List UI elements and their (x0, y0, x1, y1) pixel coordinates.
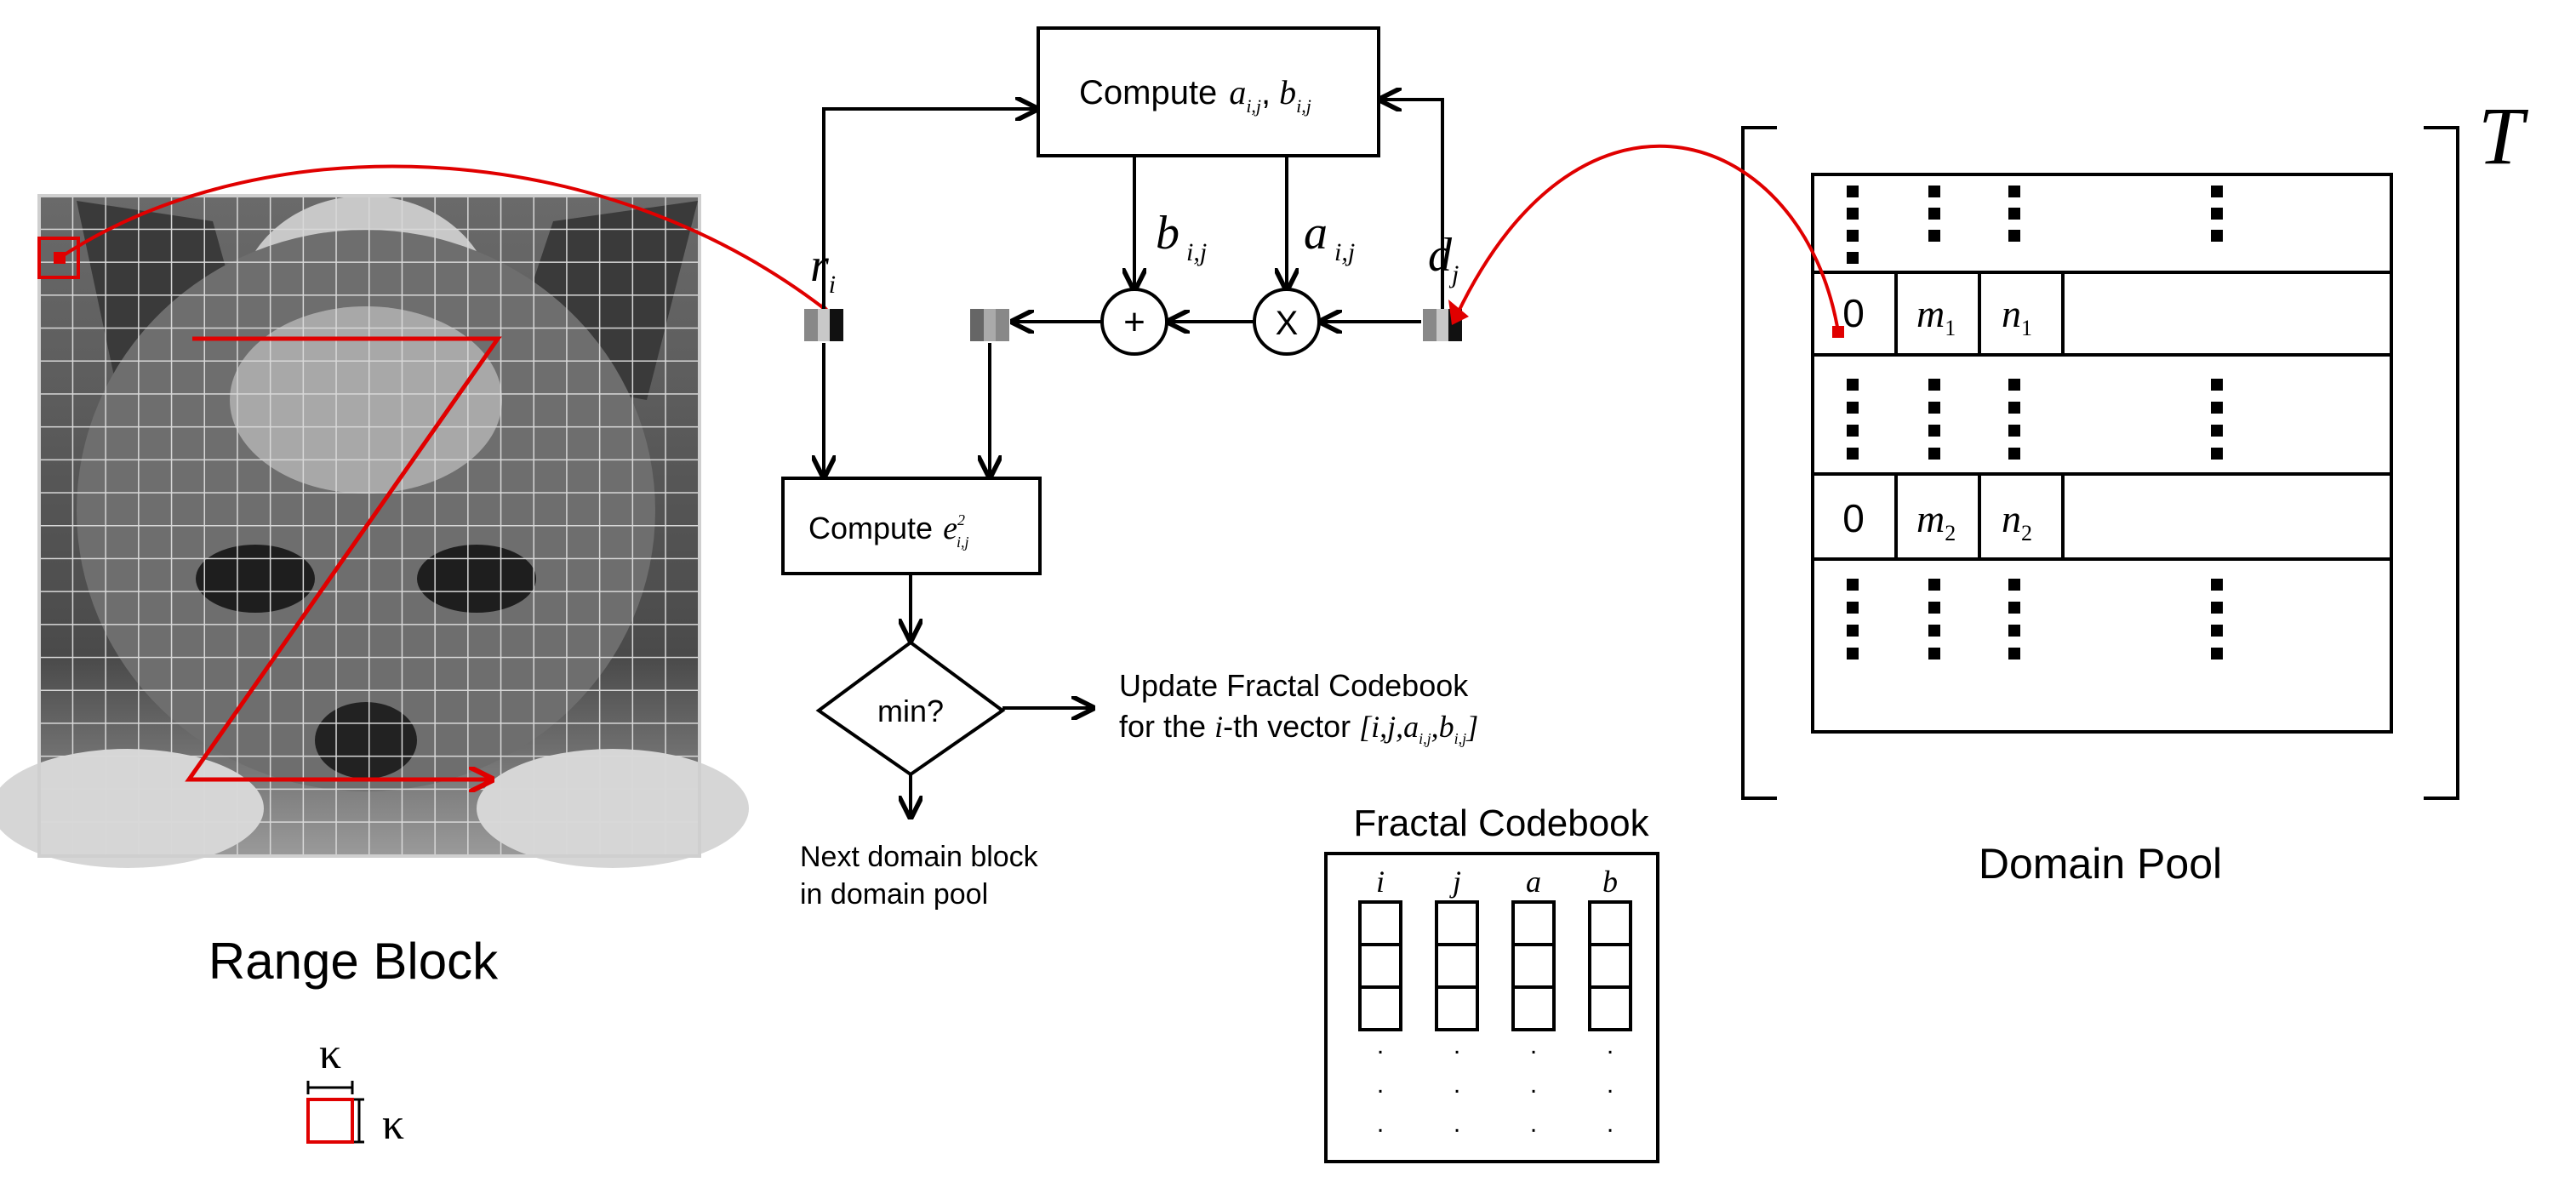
range-to-r-curve (58, 164, 834, 317)
domain-pool-dots (1847, 186, 2223, 660)
r-to-compute-ab-arrow (822, 109, 1037, 309)
svg-text:.: . (1454, 1110, 1460, 1138)
domain-curve-start-dot (1832, 326, 1844, 338)
svg-text:.: . (1530, 1031, 1537, 1059)
domain-pool-table (1811, 173, 2393, 734)
codebook-col-a: a (1526, 865, 1541, 899)
svg-text:.: . (1530, 1071, 1537, 1099)
svg-text:.: . (1454, 1031, 1460, 1059)
domain-row2-m: m2 (1916, 497, 1956, 545)
svg-text:.: . (1454, 1071, 1460, 1099)
min-decision-label: min? (877, 694, 944, 728)
d-to-compute-ab-arrow (1380, 100, 1444, 309)
next-domain-line1: Next domain block (800, 841, 1039, 873)
r-i-block (804, 309, 843, 341)
codebook-columns: i j a b (1376, 865, 1618, 899)
range-block-label: Range Block (208, 933, 499, 990)
update-codebook-line2: for the i-th vector [i,j,ai,j,bi,j] (1119, 709, 1478, 747)
next-domain-line2: in domain pool (800, 878, 988, 911)
range-block-image (0, 194, 749, 868)
svg-text:.: . (1377, 1110, 1384, 1138)
svg-text:.: . (1607, 1071, 1614, 1099)
update-codebook-line1: Update Fractal Codebook (1119, 668, 1469, 703)
domain-row1-zero: 0 (1842, 291, 1865, 335)
fractal-codebook-box (1324, 852, 1659, 1163)
range-curve-start-dot (54, 252, 66, 264)
codebook-continuation-dots: . . . . . . . . . . . . (1377, 1031, 1614, 1138)
codebook-col-i: i (1376, 865, 1385, 899)
z-scan-path (185, 336, 502, 779)
size-legend: κ κ (306, 1030, 404, 1149)
compute-e-box (781, 477, 1042, 575)
highlighted-range-block (37, 237, 80, 279)
domain-row1-m: m1 (1916, 292, 1956, 340)
multiply-operator-symbol: X (1276, 305, 1299, 342)
transform-T-label: T (2478, 90, 2529, 181)
svg-text:.: . (1607, 1110, 1614, 1138)
output-block (970, 309, 1009, 341)
svg-text:.: . (1607, 1031, 1614, 1059)
codebook-col-j: j (1449, 865, 1461, 899)
svg-text:.: . (1377, 1071, 1384, 1099)
domain-pool-rows (1813, 271, 2391, 561)
domain-row2-n: n2 (2002, 497, 2032, 545)
d-j-label: dj (1428, 229, 1459, 288)
codebook-cells (1358, 900, 1632, 1031)
kappa-top-label: κ (319, 1030, 341, 1078)
svg-text:.: . (1530, 1110, 1537, 1138)
domain-row2-zero: 0 (1842, 496, 1865, 540)
svg-text:.: . (1377, 1031, 1384, 1059)
kappa-side-label: κ (382, 1100, 404, 1149)
domain-pool-brackets (1741, 126, 2459, 800)
add-operator-symbol: + (1123, 301, 1145, 343)
domain-curve-end-head (1448, 300, 1469, 325)
fractal-codebook-title: Fractal Codebook (1353, 802, 1649, 844)
domain-pool-label: Domain Pool (1979, 840, 2222, 888)
domain-row1-n: n1 (2002, 292, 2032, 340)
domain-to-d-curve (1455, 144, 1840, 333)
compute-ab-box (1037, 26, 1380, 157)
codebook-col-b: b (1602, 865, 1618, 899)
